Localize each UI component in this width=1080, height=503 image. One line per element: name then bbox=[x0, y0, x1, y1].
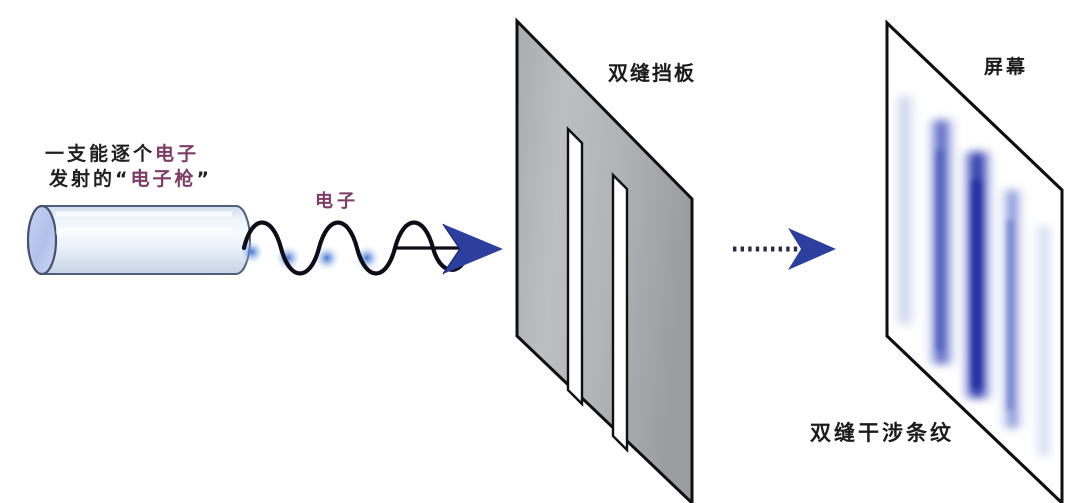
barrier-plate bbox=[515, 17, 694, 503]
screen-outline bbox=[885, 19, 1064, 503]
electron-gun bbox=[26, 204, 251, 276]
electron-label-text: 电子 bbox=[315, 191, 359, 212]
gun-label-line2-plain: 发射的 bbox=[49, 167, 116, 190]
gun-label-line2-highlight: 电子枪 bbox=[130, 167, 197, 190]
gun-label-line2: 发射的“电子枪” bbox=[45, 167, 212, 192]
electron-gun-label: 一支能逐个电子 发射的“电子枪” bbox=[45, 142, 212, 191]
barrier-slit-left bbox=[566, 126, 584, 407]
gun-label-line1-highlight: 电子 bbox=[155, 143, 200, 165]
arrow-to-barrier bbox=[442, 223, 503, 275]
quote-open: “ bbox=[115, 167, 131, 190]
barrier-label: 双缝挡板 bbox=[608, 61, 696, 85]
electron-dot bbox=[239, 239, 265, 265]
quote-close: ” bbox=[196, 167, 213, 190]
arrow-to-screen bbox=[733, 228, 836, 270]
arrow-head-blue bbox=[443, 224, 503, 274]
electron-label: 电子 bbox=[315, 190, 359, 213]
screen-label: 屏幕 bbox=[984, 56, 1029, 78]
fringe-caption: 双缝干涉条纹 bbox=[810, 421, 954, 445]
gun-cylinder-cap bbox=[26, 204, 58, 276]
double-slit-barrier bbox=[515, 17, 694, 503]
arrow-notch bbox=[442, 223, 461, 275]
arrow-head-dotted bbox=[788, 228, 836, 270]
barrier-slit-right bbox=[611, 172, 629, 453]
electron-beam bbox=[239, 220, 476, 276]
gun-label-line1-plain: 一支能逐个 bbox=[45, 143, 156, 165]
